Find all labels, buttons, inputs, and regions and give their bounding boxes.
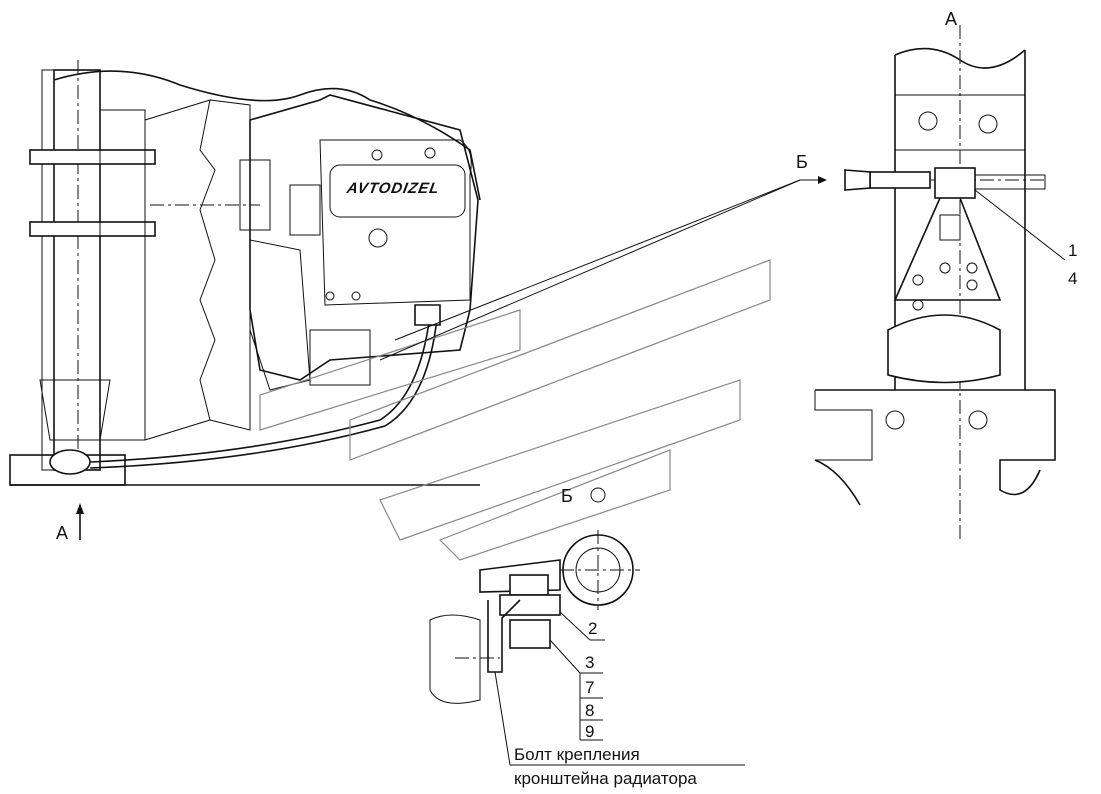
engine-logo: AVTODIZEL	[345, 180, 442, 197]
radiator-column	[53, 69, 101, 471]
leader-b-2	[379, 179, 801, 361]
mount-bracket	[39, 379, 111, 441]
clamp-block	[934, 167, 976, 199]
main-view	[9, 60, 771, 561]
radiator-frame-left	[41, 69, 55, 471]
frame-rail-a-left	[814, 390, 873, 461]
view-a-arrowhead	[76, 503, 84, 514]
mount-cushion	[49, 449, 91, 475]
watermark-chevron-2	[349, 259, 771, 461]
hose-fitting	[414, 304, 441, 326]
callout-7: 7	[585, 678, 595, 697]
pump	[289, 184, 321, 236]
valve-cover	[319, 139, 472, 306]
callout-3: 3	[585, 653, 595, 672]
oil-filler-cap	[368, 228, 388, 248]
cross-plate	[894, 94, 1026, 151]
washer-b	[499, 594, 561, 616]
nut-b	[509, 619, 551, 649]
view-b-circle-mark	[590, 487, 606, 503]
callout-4: 4	[1068, 269, 1078, 288]
pulley	[239, 159, 271, 231]
fan-blades	[144, 99, 216, 441]
rubber-mount	[887, 314, 1001, 384]
leader-b-1	[394, 179, 801, 341]
bolt-head-b	[509, 574, 549, 596]
bolt-shaft	[869, 171, 931, 189]
view-a-title: А	[945, 9, 958, 29]
note-line-1: Болт крепления	[514, 745, 640, 764]
bolt-head	[844, 169, 871, 191]
angle-bracket-b	[487, 599, 521, 673]
leader-3	[549, 639, 581, 674]
leader-note	[494, 671, 511, 766]
hole-2	[978, 114, 998, 134]
hanger-clip	[939, 214, 961, 241]
clamp-lower	[29, 221, 156, 237]
callout-9: 9	[585, 722, 595, 741]
view-a-detail	[814, 25, 1066, 540]
hole-9	[968, 410, 988, 430]
hole-6	[966, 279, 978, 291]
hole-4	[966, 262, 978, 274]
view-b-arrow-label: Б	[796, 152, 808, 172]
leader-1-4	[974, 189, 1066, 261]
view-b-detail	[429, 487, 745, 766]
break-line-top	[53, 70, 481, 201]
starter	[309, 329, 371, 386]
view-b-title: Б	[561, 486, 573, 506]
callout-8: 8	[585, 701, 595, 720]
bolt-3	[325, 291, 335, 301]
watermark-chevron-1	[259, 309, 521, 431]
bolt-4	[351, 291, 361, 301]
hole-7	[912, 299, 924, 311]
clamp-upper	[29, 149, 156, 165]
logo-plate	[329, 164, 466, 218]
view-a-arrow-label: А	[56, 523, 69, 543]
hose-outer	[89, 314, 431, 463]
watermark-chevron-4	[438, 449, 671, 561]
callout-2: 2	[588, 619, 598, 638]
hole-1	[918, 111, 938, 131]
hole-5	[912, 274, 924, 286]
hole-3	[939, 262, 951, 274]
engine-block	[249, 94, 479, 381]
radiator-side	[429, 614, 481, 704]
view-b-arrowhead	[818, 176, 827, 184]
hole-8	[885, 410, 905, 430]
note-line-2: кронштейна радиатора	[514, 769, 697, 788]
break-line-bottom-a	[814, 459, 861, 506]
bolt-1	[371, 149, 383, 161]
frame-rail-a	[815, 389, 1056, 496]
view-b-leaders	[379, 176, 827, 361]
bolt-2	[424, 147, 436, 159]
watermark-chevron-3	[379, 379, 741, 541]
rod-end	[974, 174, 1046, 190]
hanger-bracket	[893, 197, 1002, 301]
leader-2	[559, 611, 591, 641]
fan-shroud	[209, 99, 251, 431]
callout-1: 1	[1068, 241, 1078, 260]
hose-inner	[89, 317, 438, 469]
